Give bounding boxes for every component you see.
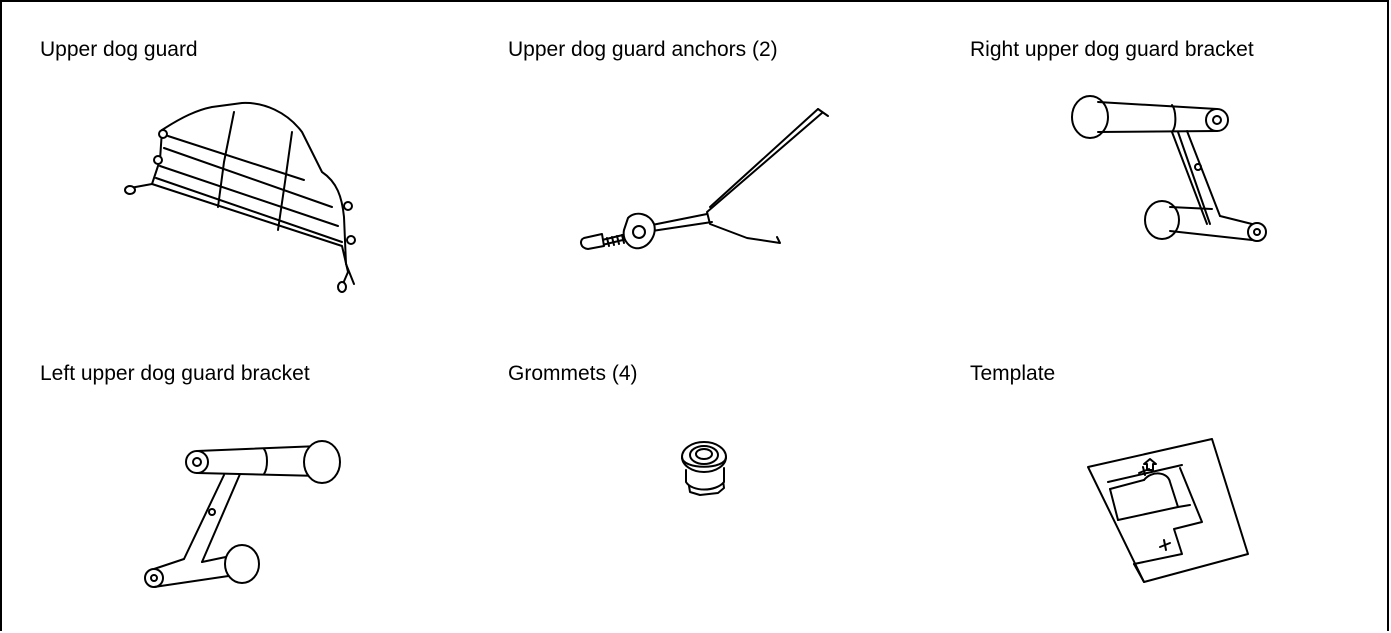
part-label: Right upper dog guard bracket: [970, 38, 1254, 61]
template-icon: [1087, 438, 1249, 583]
part-label: Left upper dog guard bracket: [40, 362, 310, 385]
left-bracket-icon: [144, 440, 341, 588]
part-label: Grommets (4): [508, 362, 638, 385]
dog-guard-icon: [124, 101, 356, 293]
part-label: Upper dog guard anchors (2): [508, 38, 778, 61]
part-label: Template: [970, 362, 1056, 385]
part-label: Upper dog guard: [40, 38, 198, 61]
anchor-icon: [579, 108, 829, 250]
right-bracket-icon: [1071, 95, 1267, 242]
grommet-icon: [681, 441, 727, 496]
